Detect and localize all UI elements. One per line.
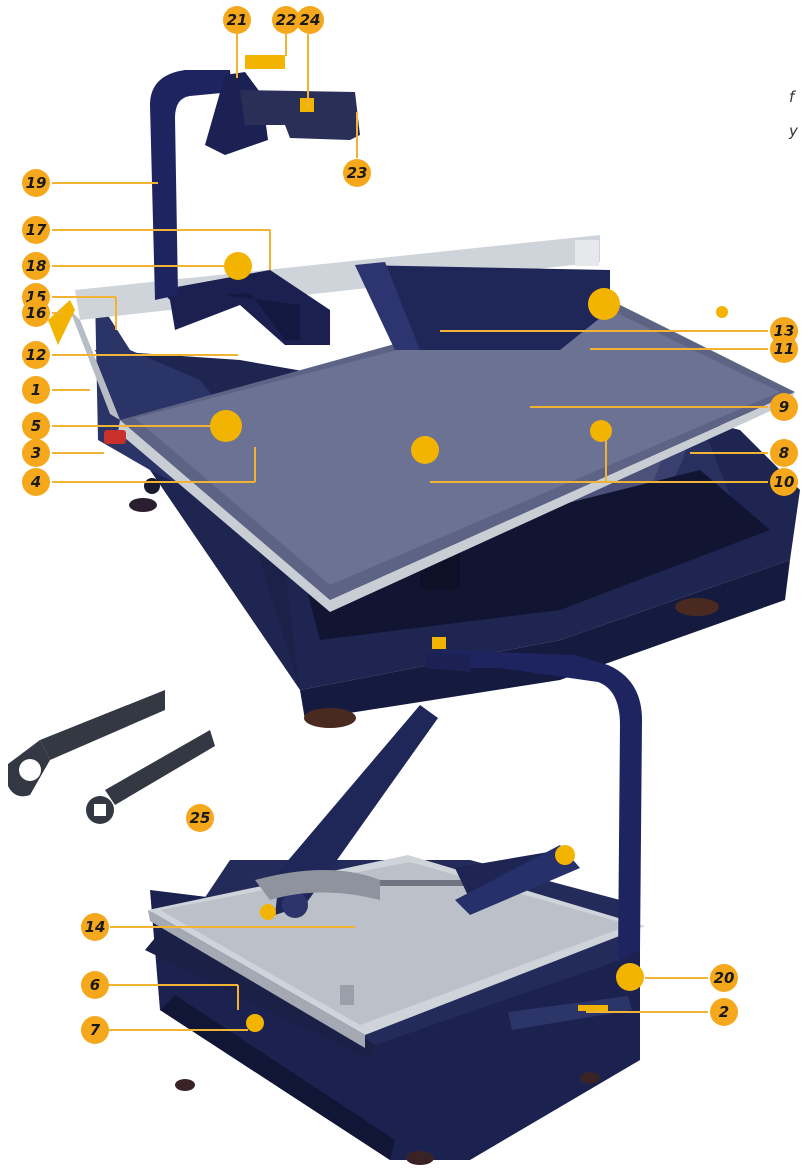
callout-4: 4 bbox=[22, 468, 50, 496]
callout-6: 6 bbox=[81, 971, 109, 999]
callout-21: 21 bbox=[223, 6, 251, 34]
callout-12: 12 bbox=[22, 341, 50, 369]
svg-text:2: 2 bbox=[719, 1003, 729, 1021]
callout-8: 8 bbox=[770, 439, 798, 467]
tile-saw-bottom-icon bbox=[145, 637, 645, 1165]
callout-5: 5 bbox=[22, 412, 50, 440]
wrench-icon bbox=[8, 690, 215, 824]
svg-text:19: 19 bbox=[26, 174, 47, 192]
svg-text:6: 6 bbox=[90, 976, 100, 994]
callout-24: 24 bbox=[296, 6, 324, 34]
svg-text:18: 18 bbox=[26, 257, 47, 275]
cropped-text-f: f bbox=[789, 88, 795, 106]
callout-17: 17 bbox=[22, 216, 50, 244]
svg-text:25: 25 bbox=[190, 809, 211, 827]
cropped-text-y: y bbox=[789, 122, 798, 140]
callout-23: 23 bbox=[343, 159, 371, 187]
svg-text:14: 14 bbox=[85, 918, 106, 936]
svg-text:16: 16 bbox=[26, 304, 47, 322]
svg-text:20: 20 bbox=[714, 969, 735, 987]
callout-1: 1 bbox=[22, 376, 50, 404]
svg-text:12: 12 bbox=[26, 346, 47, 364]
svg-text:17: 17 bbox=[26, 221, 47, 239]
svg-text:13: 13 bbox=[774, 322, 795, 340]
svg-text:3: 3 bbox=[31, 444, 41, 462]
leader-lines bbox=[52, 34, 768, 1031]
svg-text:22: 22 bbox=[276, 11, 297, 29]
callout-16: 16 bbox=[22, 299, 50, 327]
callout-14: 14 bbox=[81, 913, 109, 941]
svg-text:8: 8 bbox=[779, 444, 789, 462]
svg-text:9: 9 bbox=[779, 398, 789, 416]
svg-text:23: 23 bbox=[347, 164, 368, 182]
callout-25: 25 bbox=[186, 804, 214, 832]
svg-text:24: 24 bbox=[300, 11, 321, 29]
callout-10: 10 bbox=[770, 468, 798, 496]
tile-saw-top-icon bbox=[48, 55, 800, 728]
svg-text:11: 11 bbox=[774, 340, 795, 358]
svg-text:21: 21 bbox=[227, 11, 248, 29]
callout-11: 11 bbox=[770, 335, 798, 363]
callout-20: 20 bbox=[710, 964, 738, 992]
svg-text:10: 10 bbox=[774, 473, 795, 491]
callout-22: 22 bbox=[272, 6, 300, 34]
callout-19: 19 bbox=[22, 169, 50, 197]
callout-2: 2 bbox=[710, 998, 738, 1026]
svg-text:1: 1 bbox=[31, 381, 41, 399]
callout-9: 9 bbox=[770, 393, 798, 421]
callout-3: 3 bbox=[22, 439, 50, 467]
callout-7: 7 bbox=[81, 1016, 109, 1044]
svg-text:7: 7 bbox=[90, 1021, 101, 1039]
callout-18: 18 bbox=[22, 252, 50, 280]
svg-text:4: 4 bbox=[30, 473, 41, 491]
svg-text:5: 5 bbox=[31, 417, 41, 435]
